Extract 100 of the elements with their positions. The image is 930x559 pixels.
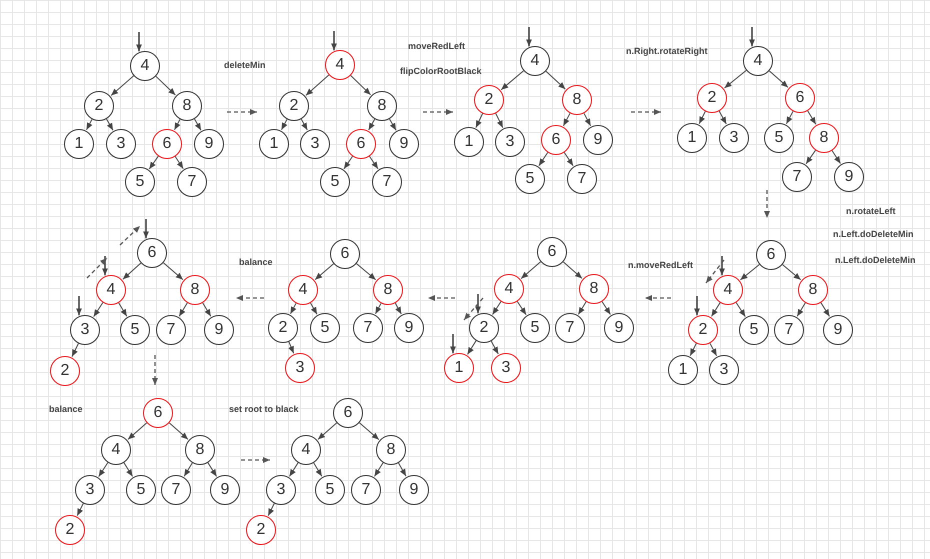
arrow bbox=[93, 302, 104, 318]
tree-node-circle: 8 bbox=[373, 275, 403, 305]
tree-node-circle: 6 bbox=[152, 129, 182, 159]
tree-node-circle: 7 bbox=[774, 315, 804, 345]
tree-node-circle: 1 bbox=[677, 123, 707, 153]
arrow bbox=[394, 302, 402, 314]
arrow bbox=[72, 343, 79, 358]
arrow bbox=[174, 156, 184, 170]
tree-node-circle: 3 bbox=[495, 127, 525, 157]
step-label: flipColorRootBlack bbox=[400, 66, 482, 76]
arrow bbox=[602, 301, 611, 315]
tree-node-circle: 2 bbox=[246, 515, 276, 545]
tree-node-circle: 3 bbox=[300, 129, 330, 159]
arrow bbox=[174, 118, 180, 130]
arrow bbox=[475, 113, 484, 128]
tree-node-circle: 4 bbox=[101, 435, 131, 465]
arrow bbox=[375, 302, 382, 314]
tree-node-circle: 5 bbox=[764, 123, 794, 153]
arrow bbox=[122, 262, 142, 280]
arrow bbox=[178, 302, 188, 317]
step-label: n.Left.doDeleteMin bbox=[835, 255, 916, 265]
tree-node-circle: 2 bbox=[688, 315, 718, 345]
tree-node-circle: 1 bbox=[454, 127, 484, 157]
tree-node-circle: 9 bbox=[210, 475, 240, 505]
arrow bbox=[807, 110, 816, 125]
step-label: balance bbox=[239, 257, 273, 267]
tree-node-circle: 9 bbox=[604, 313, 634, 343]
tree-node-circle: 9 bbox=[194, 129, 224, 159]
tree-node-circle: 6 bbox=[537, 237, 567, 267]
step-label: deleteMin bbox=[224, 60, 266, 70]
arrow bbox=[786, 110, 794, 124]
tree-node-circle: 8 bbox=[376, 435, 406, 465]
arrow bbox=[495, 112, 504, 128]
tree-node-circle: 5 bbox=[315, 475, 345, 505]
arrow bbox=[110, 75, 134, 96]
arrow bbox=[711, 302, 721, 317]
tree-node-circle: 8 bbox=[185, 435, 215, 465]
tree-node-circle: 9 bbox=[823, 315, 853, 345]
arrow bbox=[288, 341, 294, 354]
tree-node-circle: 9 bbox=[204, 315, 234, 345]
tree-node-circle: 1 bbox=[259, 129, 289, 159]
arrow bbox=[268, 502, 275, 516]
tree-node-circle: 2 bbox=[268, 313, 298, 343]
tree-node-circle: 1 bbox=[64, 129, 94, 159]
arrow bbox=[698, 110, 706, 124]
arrow bbox=[578, 301, 587, 315]
tree-node-circle: 9 bbox=[399, 475, 429, 505]
arrow bbox=[475, 294, 481, 314]
tree-node-circle: 4 bbox=[325, 50, 355, 80]
tree-node-circle: 3 bbox=[719, 123, 749, 153]
arrow bbox=[102, 256, 108, 276]
tree-node-circle: 5 bbox=[515, 164, 545, 194]
tree-node-circle: 2 bbox=[279, 91, 309, 121]
arrow bbox=[310, 302, 318, 315]
tree-node-circle: 5 bbox=[310, 313, 340, 343]
tree-node-circle: 8 bbox=[180, 275, 210, 305]
arrow bbox=[155, 76, 176, 96]
arrow bbox=[389, 118, 396, 131]
arrow bbox=[768, 70, 788, 88]
tree-node-circle: 2 bbox=[55, 515, 85, 545]
tree-node-circle: 7 bbox=[555, 313, 585, 343]
tree-node-circle: 8 bbox=[809, 123, 839, 153]
arrow bbox=[398, 462, 406, 477]
arrow bbox=[106, 118, 114, 131]
arrow bbox=[305, 74, 330, 96]
tree-node-circle: 8 bbox=[579, 274, 609, 304]
tree-node-circle: 6 bbox=[333, 398, 363, 428]
arrow bbox=[148, 156, 159, 170]
tree-node-circle: 2 bbox=[474, 85, 504, 115]
arrow bbox=[290, 302, 296, 314]
arrow bbox=[184, 462, 193, 477]
tree-node-circle: 4 bbox=[494, 274, 524, 304]
arrow bbox=[202, 302, 212, 317]
tree-node-circle: 6 bbox=[137, 238, 167, 268]
tree-node-circle: 9 bbox=[583, 125, 613, 155]
tree-node-circle: 1 bbox=[444, 353, 474, 383]
tree-node-circle: 5 bbox=[520, 313, 550, 343]
arrow bbox=[76, 296, 82, 316]
tree-node-circle: 5 bbox=[120, 315, 150, 345]
tree-node-circle: 3 bbox=[106, 129, 136, 159]
arrow bbox=[207, 462, 217, 477]
tree-node-circle: 3 bbox=[709, 355, 739, 385]
tree-node-circle: 6 bbox=[541, 125, 571, 155]
step-label: n.moveRedLeft bbox=[628, 260, 694, 270]
tree-node-circle: 2 bbox=[84, 91, 114, 121]
arrow bbox=[490, 340, 499, 354]
arrow bbox=[749, 27, 755, 46]
tree-node-circle: 8 bbox=[367, 91, 397, 121]
tree-node-circle: 7 bbox=[782, 162, 812, 192]
arrow bbox=[168, 422, 188, 440]
arrow bbox=[740, 264, 760, 280]
step-label: n.rotateLeft bbox=[846, 206, 896, 216]
arrow bbox=[710, 342, 718, 356]
arrow bbox=[526, 27, 532, 46]
tree-node-circle: 7 bbox=[372, 167, 402, 197]
arrow bbox=[281, 118, 288, 130]
arrow bbox=[369, 156, 378, 170]
arrow bbox=[584, 112, 592, 126]
tree-node-circle: 3 bbox=[70, 315, 100, 345]
tree-node-circle: 8 bbox=[798, 275, 828, 305]
